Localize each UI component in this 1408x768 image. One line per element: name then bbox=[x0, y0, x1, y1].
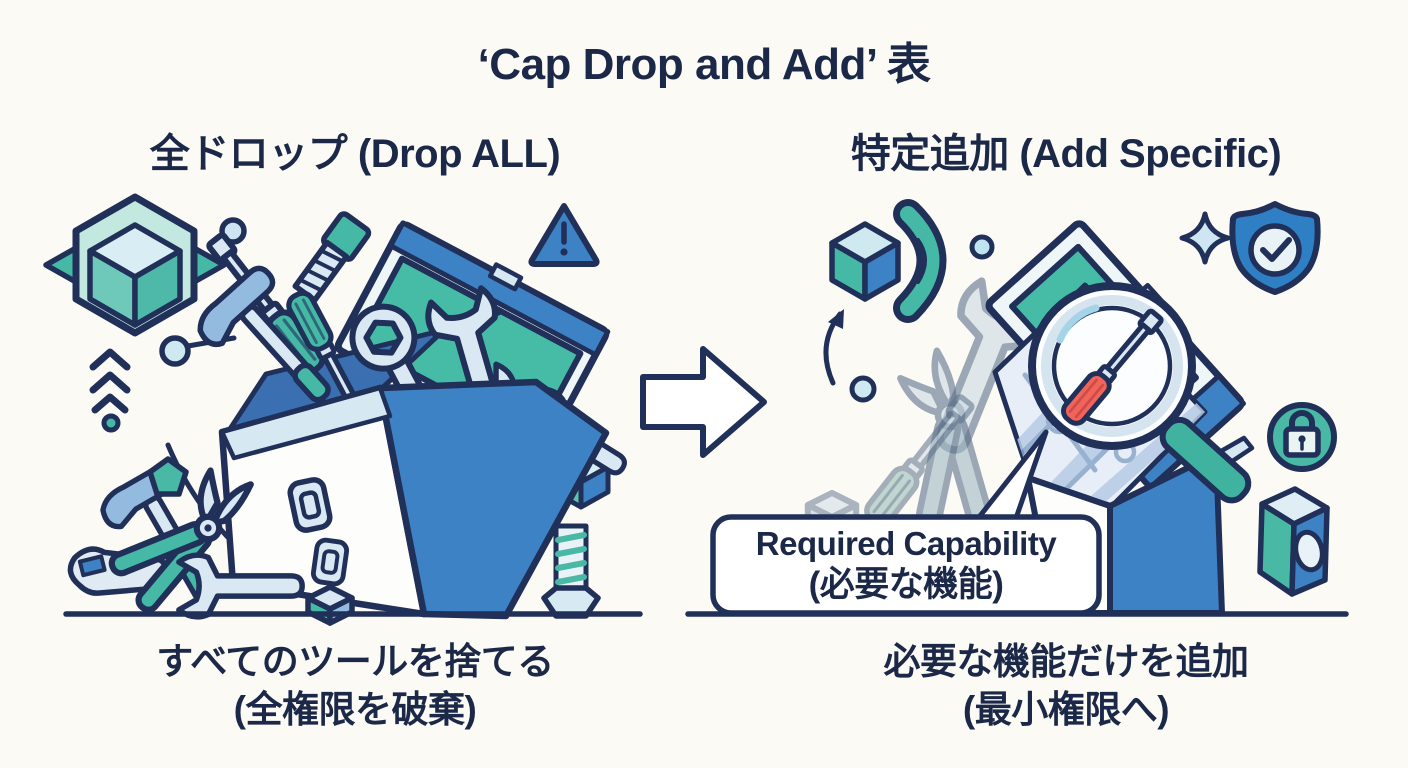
diagram-title: ‘Cap Drop and Add’ 表 bbox=[477, 40, 931, 89]
right-scene bbox=[685, 199, 1349, 617]
holed-box-icon bbox=[1257, 486, 1330, 597]
sparkle-icon bbox=[1179, 211, 1231, 265]
left-scene bbox=[43, 193, 643, 630]
left-caption-line1: すべてのツールを捨てる bbox=[156, 641, 554, 682]
speech-bubble-line1: Required Capability bbox=[755, 525, 1057, 562]
right-heading: 特定追加 (Add Specific) bbox=[850, 132, 1282, 176]
speech-bubble bbox=[710, 429, 1102, 616]
right-caption: 必要な機能だけを追加 (最小権限へ) bbox=[760, 638, 1372, 734]
flying-bolt-icon bbox=[292, 211, 372, 304]
right-caption-line1: 必要な機能だけを追加 bbox=[883, 641, 1250, 682]
speech-bubble-text: Required Capability (必要な機能) bbox=[713, 521, 1099, 611]
left-heading: 全ドロップ (Drop ALL) bbox=[149, 132, 561, 176]
dot-icon bbox=[969, 234, 995, 260]
magnifier-screwdriver-icon bbox=[1028, 282, 1252, 504]
chevrons-up-icon bbox=[89, 348, 131, 433]
warning-triangle-icon bbox=[528, 203, 600, 267]
buckle-icon bbox=[288, 478, 331, 532]
speech-bubble-line2: (必要な機能) bbox=[808, 565, 1004, 604]
shield-check-icon bbox=[1229, 201, 1321, 295]
lock-icon bbox=[1267, 402, 1337, 472]
cube-bracket-icon bbox=[829, 199, 947, 323]
right-caption-line2: (最小権限へ) bbox=[962, 689, 1170, 730]
arrow-right-icon bbox=[640, 346, 767, 458]
left-caption: すべてのツールを捨てる (全権限を破棄) bbox=[40, 638, 670, 734]
curved-arrow-icon bbox=[823, 309, 844, 386]
dot-icon bbox=[849, 375, 877, 403]
buckle-icon bbox=[312, 539, 348, 585]
scattered-tools bbox=[67, 450, 352, 630]
left-caption-line2: (全権限を破棄) bbox=[233, 689, 477, 730]
container-cube-icon bbox=[43, 193, 227, 337]
bolt-icon bbox=[541, 523, 601, 619]
